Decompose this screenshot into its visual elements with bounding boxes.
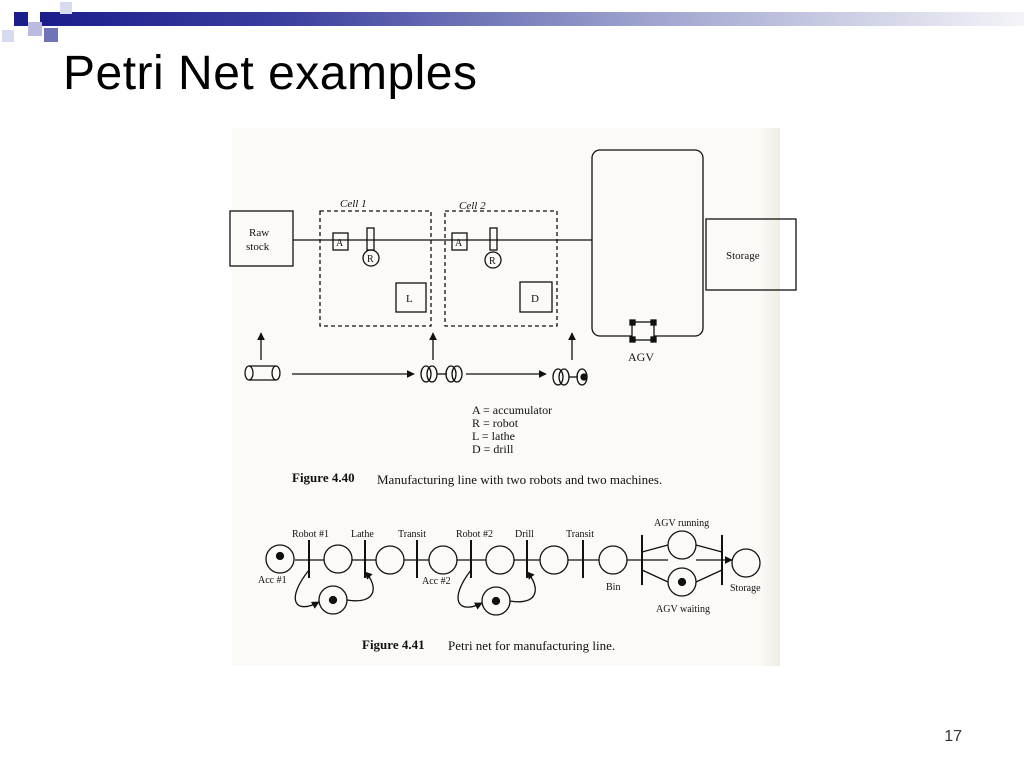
raw-stock-label-1: Raw [249,227,269,239]
acc-2-label: Acc #2 [422,576,451,587]
agv-label: AGV [628,350,654,364]
raw-part-cylinder [244,365,281,381]
agv-running-label: AGV running [654,518,709,529]
figure-4-41-caption: Petri net for manufacturing line. [448,638,615,653]
place-drill [539,545,569,575]
logo-square-pale [60,2,72,14]
figure-4-41-number: Figure 4.41 [362,637,425,652]
logo-square-mid [44,28,58,42]
place-lathe [375,545,405,575]
robot-2-label: R [489,256,496,267]
logo-square-pale-2 [2,30,14,42]
figure-4-40-caption: Manufacturing line with two robots and t… [377,472,662,487]
storage-box [705,218,797,291]
robot-1-net-label: Robot #1 [292,529,329,540]
legend-line-4: D = drill [472,442,514,456]
accumulator-2-label: A [455,238,463,249]
agv-loop-track [591,149,704,337]
lathe-box [395,282,427,313]
robot-2-circle [484,251,502,269]
place-agv-running [667,530,697,560]
accumulator-1-label: A [336,238,344,249]
accumulator-2-box [451,232,468,251]
robot-1-circle [362,249,380,267]
lathe-net-label: Lathe [351,529,374,540]
place-acc-2 [428,545,458,575]
place-bin [598,545,628,575]
scan-page-edge [760,128,780,666]
robot-2-net-label: Robot #2 [456,529,493,540]
legend-line-2: R = robot [472,416,519,430]
transit-1-net-label: Transit [398,529,426,540]
raw-stock-label-2: stock [246,241,270,253]
legend-line-3: L = lathe [472,429,515,443]
drilled-part [552,368,588,386]
logo-square-light [28,22,42,36]
place-storage [731,548,761,578]
place-robot-2 [485,545,515,575]
robot-2-arm [489,227,498,251]
figure-4-40-number: Figure 4.40 [292,470,355,485]
legend-line-1: A = accumulator [472,403,552,417]
bin-label: Bin [606,582,620,593]
acc-1-label: Acc #1 [258,575,287,586]
cell-2-label: Cell 2 [459,200,486,212]
transit-2-net-label: Transit [566,529,594,540]
drill-net-label: Drill [515,529,534,540]
cell-1-box [319,210,432,327]
robot-1-label: R [367,254,374,265]
agv-vehicle [631,321,655,341]
storage-label: Storage [726,250,760,262]
raw-stock-box [229,210,294,267]
drill-box [519,281,553,313]
drill-label: D [531,293,539,305]
lathed-part [420,365,463,383]
cell-2-box [444,210,558,327]
storage-net-label: Storage [730,583,761,594]
page-number: 17 [944,728,962,745]
figure-4-40 [229,149,797,386]
logo-square-dark [14,12,28,26]
robot-1-arm [366,227,375,251]
header-gradient-bar [40,12,1024,26]
agv-waiting-label: AGV waiting [656,604,710,615]
place-robot-1 [323,544,353,574]
figure-4-41-petri-net [265,530,761,616]
cell-1-label: Cell 1 [340,198,367,210]
slide-title: Petri Net examples [63,47,478,100]
accumulator-1-box [332,232,349,251]
lathe-label: L [406,293,413,305]
